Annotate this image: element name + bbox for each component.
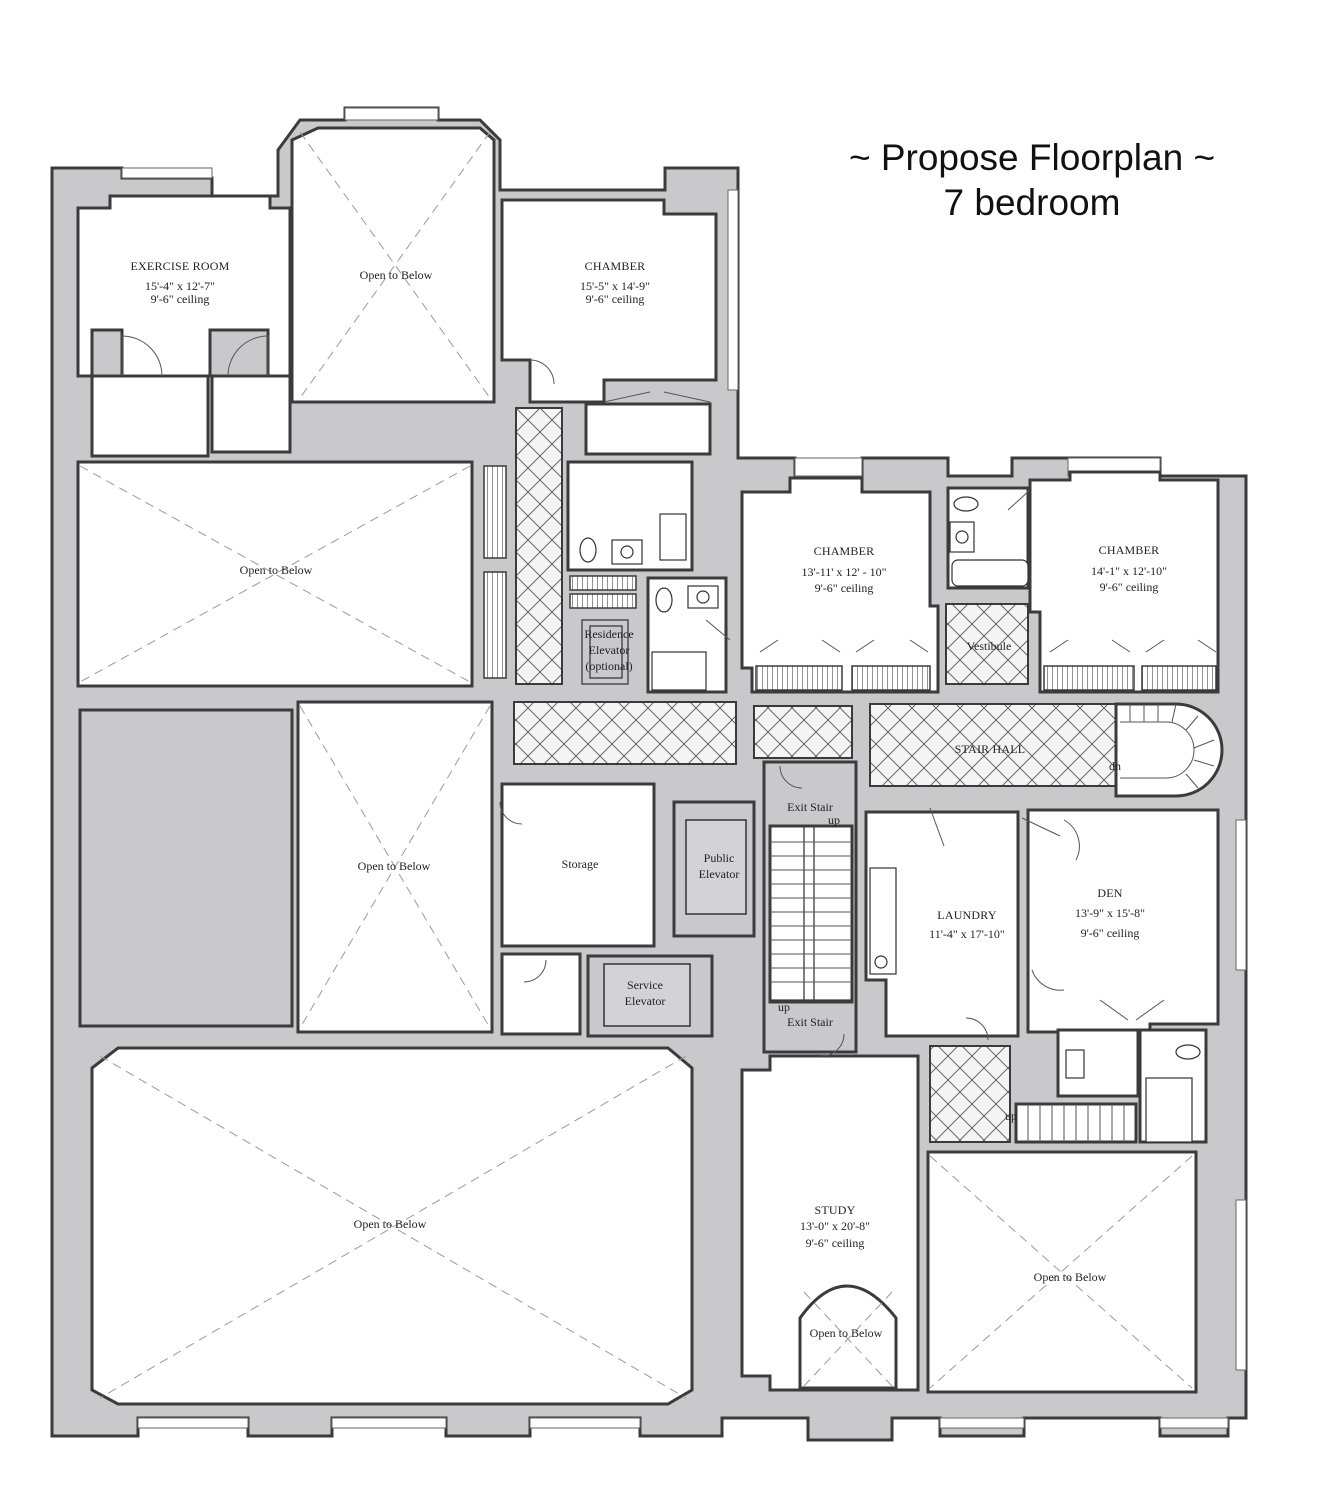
exit-stair <box>762 760 858 1054</box>
void-bay <box>798 1284 898 1390</box>
den-size: 13'-9" x 15'-8" <box>1075 906 1145 920</box>
storage-room <box>500 782 656 948</box>
stair-up-mark-3: up <box>1005 1109 1017 1123</box>
den-ceiling: 9'-6" ceiling <box>1081 926 1140 940</box>
chamber-top-size: 15'-5" x 14'-9" <box>580 279 650 293</box>
stair-up-mark-1: up <box>828 813 840 827</box>
chamber-mid <box>740 476 940 694</box>
vestibule-label: Vestibule <box>967 639 1012 653</box>
back-stair <box>1014 1102 1138 1144</box>
void-diagonals <box>79 131 1193 1399</box>
exercise-room-size: 15'-4" x 12'-7" <box>145 279 215 293</box>
laundry-name: LAUNDRY <box>937 908 997 922</box>
chamber-mid-name: CHAMBER <box>814 544 875 558</box>
elevators <box>581 619 756 1038</box>
den-room <box>1026 808 1220 1034</box>
chamber-right-ceiling: 9'-6" ceiling <box>1100 580 1159 594</box>
chamber-right-size: 14'-1" x 12'-10" <box>1091 564 1167 578</box>
service-elevator-line2: Elevator <box>625 994 666 1008</box>
chamber-mid-ceiling: 9'-6" ceiling <box>815 581 874 595</box>
chamber-right <box>1028 470 1220 694</box>
study-name: STUDY <box>814 1203 855 1217</box>
door-swings <box>121 335 1217 1057</box>
room-labels: EXERCISE ROOM 15'-4" x 12'-7" 9'-6" ceil… <box>131 259 1168 1340</box>
void-bottom-large-label: Open to Below <box>354 1217 427 1231</box>
storage-label: Storage <box>562 857 599 871</box>
exercise-room-ceiling: 9'-6" ceiling <box>151 292 210 306</box>
stair-up-mark-2: up <box>778 1000 790 1014</box>
void-bay-label: Open to Below <box>810 1326 883 1340</box>
void-bottom-right <box>926 1150 1198 1394</box>
tiled-floors <box>513 407 1117 1143</box>
service-elevator-line1: Service <box>627 978 663 992</box>
void-left-upper <box>76 460 474 688</box>
closets <box>483 465 1217 691</box>
plan-title-line1: ~ Propose Floorplan ~ <box>849 137 1215 178</box>
laundry-size: 11'-4" x 17'-10" <box>929 927 1005 941</box>
void-bottom-right-label: Open to Below <box>1034 1270 1107 1284</box>
stair-dn-mark: dn <box>1109 759 1121 773</box>
residence-elevator-line1: Residence <box>584 627 633 641</box>
public-elevator-line1: Public <box>704 851 735 865</box>
study-ceiling: 9'-6" ceiling <box>806 1236 865 1250</box>
fixtures <box>579 496 1201 1143</box>
stair-hall-label: STAIR HALL <box>955 742 1026 756</box>
void-center-mid-label: Open to Below <box>358 859 431 873</box>
den-name: DEN <box>1097 886 1122 900</box>
exit-stair-bottom-label: Exit Stair <box>787 1015 833 1029</box>
chamber-top-ceiling: 9'-6" ceiling <box>586 292 645 306</box>
exercise-room <box>76 194 292 378</box>
exercise-room-name: EXERCISE ROOM <box>131 259 230 273</box>
chamber-top-name: CHAMBER <box>585 259 646 273</box>
main-stair <box>1114 702 1224 798</box>
chamber-mid-size: 13'-11' x 12' - 10" <box>802 565 887 579</box>
plan-title-line2: 7 bedroom <box>944 182 1121 223</box>
exit-stair-top-label: Exit Stair <box>787 800 833 814</box>
void-left-upper-label: Open to Below <box>240 563 313 577</box>
residence-elevator-line3: (optional) <box>585 659 632 673</box>
laundry-room <box>864 810 1020 1038</box>
chamber-top <box>500 198 718 404</box>
windows <box>121 107 1247 1429</box>
chamber-right-name: CHAMBER <box>1099 543 1160 557</box>
void-top-center-label: Open to Below <box>360 268 433 282</box>
study-size: 13'-0" x 20'-8" <box>800 1219 870 1233</box>
public-elevator-line2: Elevator <box>699 867 740 881</box>
residence-elevator-line2: Elevator <box>589 643 630 657</box>
dark-block <box>78 708 294 1028</box>
